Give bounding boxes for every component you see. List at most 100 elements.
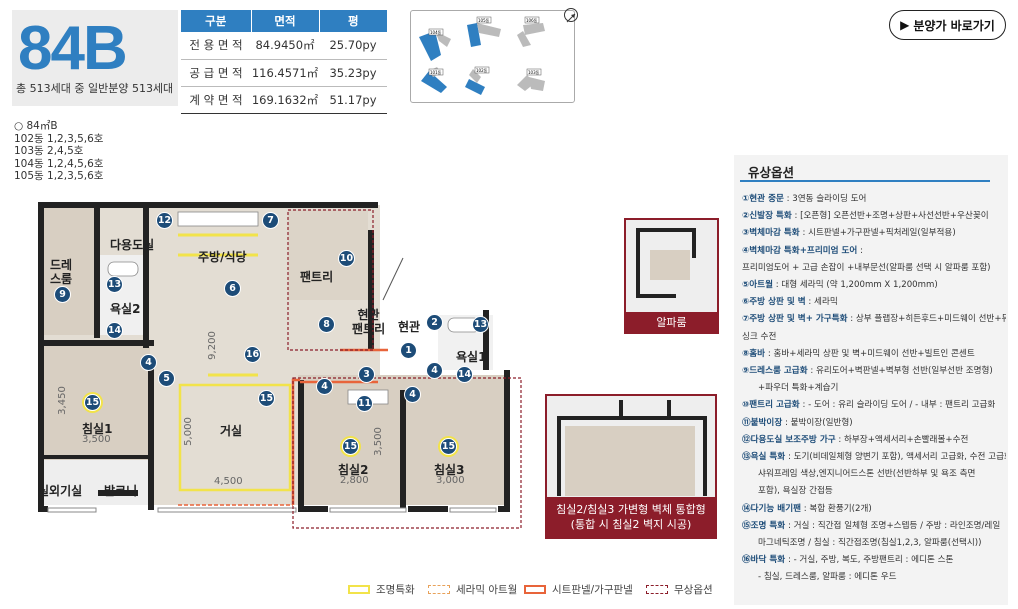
room-kitchen: 주방/식당 (198, 250, 247, 264)
option-item-body: : 도기(비데일체형 양변기 포함), 액세서리 고급화, 수전 고급화, (785, 452, 1006, 463)
option-item-body: 싱크 수전 (742, 331, 777, 342)
option-item-head: ⑨드레스룸 고급화 (742, 366, 808, 377)
merge-room-drawing (547, 396, 715, 497)
option-badge-4[interactable]: 4 (140, 354, 157, 371)
legend-item: 무상옵션 (646, 582, 713, 597)
option-item: 마그네틱조명 / 침실 : 직간접조명(침실1,2,3, 알파룸(선택시)) (742, 535, 1006, 552)
option-item-head: ⑦주방 상판 및 벽+ 가구특화 (742, 314, 848, 325)
area-table: 구분 면적 평 전 용 면 적 84.9450㎡ 25.70py 공 급 면 적… (181, 10, 387, 114)
option-badge-9[interactable]: 9 (54, 286, 71, 303)
legend-swatch (428, 585, 450, 594)
option-item-head: ⑧홈바 (742, 348, 766, 359)
option-item: ⑥주방 상판 및 벽 : 세라믹 (742, 294, 1006, 311)
option-badge-15[interactable]: 15 (258, 390, 275, 407)
dim-bed1-width: 3,500 (82, 434, 111, 445)
option-badge-11[interactable]: 11 (356, 395, 373, 412)
col-header: 구분 (181, 10, 252, 32)
option-badge-4[interactable]: 4 (426, 362, 443, 379)
option-item-head: ⑩팬트리 고급화 (742, 400, 800, 411)
option-badge-4[interactable]: 4 (404, 386, 421, 403)
dim-living-height2: 5,000 (182, 417, 194, 446)
option-badge-6[interactable]: 6 (224, 280, 241, 297)
option-item: ②신발장 특화 : [오픈형] 오픈선반+조명+상판+사선선반+우산꽂이 (742, 208, 1006, 225)
legend-item: 조명특화 (348, 582, 415, 597)
option-badge-15[interactable]: 15 (440, 438, 457, 455)
option-item: ⑨드레스룸 고급화 : 유리도어+벽판넬+벽부형 선반(일부선반 조명형) (742, 363, 1006, 380)
option-badge-2[interactable]: 2 (426, 314, 443, 331)
option-item: 샤워프레임 색상,엔지니어드스톤 선반(선반하부 및 욕조 측면 (742, 466, 1006, 483)
room-living: 거실 (220, 424, 243, 438)
room-bed1: 침실1 (82, 422, 113, 436)
option-item-body: : - 거실, 주방, 복도, 주방팬트리 : 에디톤 스톤 (785, 555, 954, 566)
unit-count-text: 총 513세대 중 일반분양 513세대 (16, 82, 174, 95)
option-item-body: : 시트판넬+가구판넬+픽처레일(일부적용) (799, 228, 956, 239)
room-bed3: 침실3 (434, 463, 465, 477)
unit-line: 102동 1,2,3,5,6호 (14, 132, 104, 145)
room-entry-pantry: 현관 팬트리 (352, 308, 386, 336)
col-header: 면적 (251, 10, 320, 32)
unit-type-title: 84B (18, 14, 128, 83)
option-item-body: : 하부장+액세서리+손빨래볼+수전 (835, 434, 969, 445)
room-bed2: 침실2 (338, 463, 369, 477)
option-item-body: : 붙박이장(일반형) (782, 417, 853, 428)
option-item-body: : 세라믹 (805, 297, 838, 308)
option-item-body: : 3연동 슬라이딩 도어 (783, 194, 867, 204)
option-item: ⑪붙박이장 : 붙박이장(일반형) (742, 415, 1006, 432)
option-item-head: ⑪붙박이장 (742, 417, 783, 428)
floor-plan: 드레 스룸 다용도실 주방/식당 팬트리 현관 팬트리 현관 욕실2 욕실1 거… (28, 190, 528, 530)
paid-options-panel (734, 155, 1008, 605)
option-item-head: ⑯바닥 특화 (742, 555, 786, 566)
alpha-room-caption: 알파룸 (626, 312, 717, 332)
option-badge-15[interactable]: 15 (84, 394, 101, 411)
option-item: +파우더 특화+계습기 (742, 380, 1006, 397)
option-item: ⑦주방 상판 및 벽+ 가구특화 : 상부 플랩장+히든후드+미드웨이 선반+듀… (742, 311, 1006, 328)
option-item: 싱크 수전 (742, 329, 1006, 346)
unit-line: 104동 1,2,4,5,6호 (14, 157, 104, 170)
building-105: 105동 (467, 16, 501, 47)
dim-bed23-height: 3,500 (372, 427, 384, 456)
option-badge-14[interactable]: 14 (456, 366, 473, 383)
building-104: 104동 (419, 28, 451, 61)
option-item: ⑤아트월 : 대형 세라믹 (약 1,200mm X 1,200mm) (742, 277, 1006, 294)
option-item-head: ⑮조명 특화 (742, 520, 786, 531)
option-item-head: ⑤아트월 (742, 280, 773, 291)
option-badge-4[interactable]: 4 (316, 378, 333, 395)
option-badge-12[interactable]: 12 (156, 212, 173, 229)
north-compass-icon (564, 8, 578, 23)
option-item-body: : 복합 환풍기(2개) (801, 503, 872, 514)
price-link-label: 분양가 바로가기 (913, 18, 995, 33)
option-badge-13[interactable]: 13 (472, 316, 489, 333)
dim-living-width: 4,500 (214, 476, 243, 487)
option-item: ⑫다용도실 보조주방 가구 : 하부장+액세서리+손빨래볼+수전 (742, 432, 1006, 449)
col-header: 평 (319, 10, 387, 32)
svg-text:101동: 101동 (430, 70, 442, 75)
alpha-room-drawing (626, 220, 717, 312)
option-item-head: ②신발장 특화 (742, 211, 792, 222)
type-box (12, 10, 178, 106)
option-badge-3[interactable]: 3 (358, 366, 375, 383)
option-badge-1[interactable]: 1 (400, 342, 417, 359)
option-badge-16[interactable]: 16 (244, 346, 261, 363)
room-pantry: 팬트리 (300, 270, 334, 284)
option-badge-8[interactable]: 8 (318, 316, 335, 333)
option-item: ①현관 중문 : 3연동 슬라이딩 도어 (742, 191, 1006, 208)
room-utility: 다용도실 (110, 238, 155, 252)
option-badge-10[interactable]: 10 (338, 250, 355, 267)
option-badge-15[interactable]: 15 (342, 438, 359, 455)
option-item-body: 마그네틱조명 / 침실 : 직간접조명(침실1,2,3, 알파룸(선택시)) (758, 538, 982, 549)
legend-item: 시트판넬/가구판넬 (524, 582, 633, 597)
unit-list-title: ○ 84㎡B (14, 120, 58, 132)
option-item: ⑭다기능 배기팬 : 복합 환풍기(2개) (742, 501, 1006, 518)
option-badge-5[interactable]: 5 (158, 370, 175, 387)
svg-text:106동: 106동 (526, 18, 538, 23)
merge-room-caption: 침실2/침실3 가변형 벽체 통합형 (통합 시 침실2 벽지 시공) (547, 497, 715, 537)
room-dressroom: 드레 스룸 (50, 258, 73, 286)
unit-list: ○ 84㎡B 102동 1,2,3,5,6호 103동 2,4,5호 104동 … (14, 120, 103, 183)
option-badge-7[interactable]: 7 (262, 212, 279, 229)
price-link-button[interactable]: ▶ 분양가 바로가기 (889, 10, 1006, 40)
option-badge-14[interactable]: 14 (106, 322, 123, 339)
option-item-head: ⑭다기능 배기팬 (742, 503, 802, 514)
option-badge-13[interactable]: 13 (106, 276, 123, 293)
room-balcony: 발코니 (104, 484, 138, 498)
